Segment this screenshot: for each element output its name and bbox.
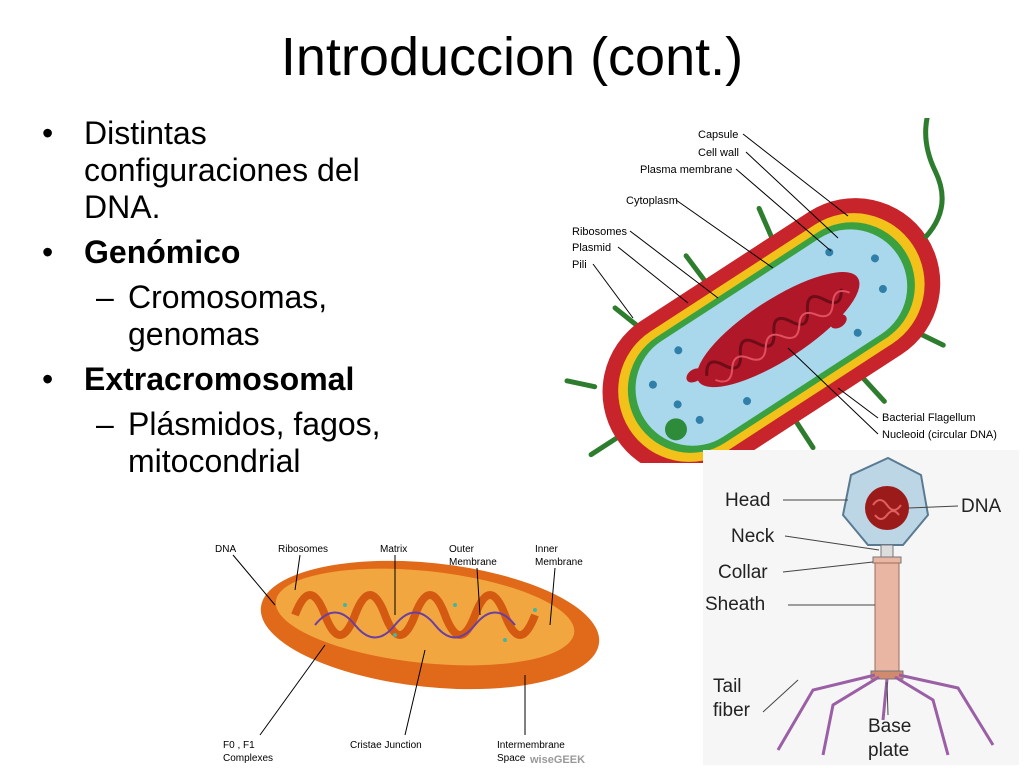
intermembrane-label-1: Intermembrane (497, 740, 565, 751)
nucleoid-label: Nucleoid (circular DNA) (882, 429, 997, 441)
cytoplasm-label: Cytoplasm (626, 195, 678, 207)
sub-bullet-item: – Plásmidos, fagos, mitocondrial (40, 406, 420, 480)
matrix-shape (275, 568, 575, 666)
phage-sheath-shape (874, 562, 900, 672)
dash-icon: – (96, 406, 114, 442)
sub-bullet-text: Plásmidos, fagos, mitocondrial (128, 406, 381, 479)
base-plate-label-1: Base (868, 716, 911, 737)
sub-bullet-item: – Cromosomas, genomas (40, 279, 420, 353)
f0f1-label-1: F0 , F1 (223, 740, 255, 751)
tail-fiber-label-2: fiber (713, 700, 751, 721)
bullet-dot-icon: • (42, 234, 54, 270)
cristae-shape (291, 591, 539, 639)
bullet-item: • Distintas configuraciones del DNA. (40, 115, 420, 226)
slide-title: Introduccion (cont.) (280, 27, 744, 87)
bullet-text: Genómico (84, 234, 241, 270)
bullet-dot-icon: • (42, 115, 54, 151)
phage-dna-label: DNA (961, 496, 1001, 517)
intermembrane-label-2: Space (497, 753, 526, 764)
inner-membrane-label-1: Inner (535, 544, 558, 555)
phage-neck-label: Neck (731, 526, 775, 547)
bullet-item: • Genómico (40, 234, 420, 271)
bullet-list: • Distintas configuraciones del DNA. • G… (40, 115, 420, 488)
mito-ribosomes-label: Ribosomes (278, 544, 328, 555)
tail-fiber-label-1: Tail (713, 676, 742, 697)
bacteria-diagram: Capsule Cell wall Plasma membrane Cytopl… (564, 118, 997, 463)
phage-sheath-label: Sheath (705, 594, 765, 615)
outer-membrane-label-1: Outer (449, 544, 475, 555)
f0f1-label-2: Complexes (223, 753, 273, 764)
mito-dna-label: DNA (215, 544, 236, 555)
inner-membrane-label-2: Membrane (535, 557, 583, 568)
mitochondrion-diagram: DNA Ribosomes Matrix Outer Membrane Inne… (215, 544, 600, 766)
plasma-membrane-label: Plasma membrane (640, 164, 732, 176)
cristae-junction-label: Cristae Junction (350, 740, 422, 751)
base-plate-label-2: plate (868, 740, 909, 761)
watermark-label: wiseGEEK (529, 754, 585, 766)
plasmid-label: Plasmid (572, 242, 611, 254)
bullet-item: • Extracromosomal (40, 361, 420, 398)
mito-matrix-label: Matrix (380, 544, 407, 555)
sub-bullet-text: Cromosomas, genomas (128, 279, 328, 352)
ribosomes-label: Ribosomes (572, 226, 628, 238)
phage-dna-shape (865, 486, 909, 530)
bullet-text: Distintas configuraciones del DNA. (84, 115, 360, 225)
pili-label: Pili (572, 259, 587, 271)
bullet-dot-icon: • (42, 361, 54, 397)
phage-head-label: Head (725, 490, 770, 511)
phage-collar-label: Collar (718, 562, 768, 583)
phage-diagram: Head DNA Neck Collar Sheath Tail fiber B… (703, 450, 1019, 765)
bullet-text: Extracromosomal (84, 361, 355, 397)
flagellum-label: Bacterial Flagellum (882, 412, 976, 424)
outer-membrane-label-2: Membrane (449, 557, 497, 568)
cell-wall-label: Cell wall (698, 147, 739, 159)
capsule-label: Capsule (698, 129, 738, 141)
dash-icon: – (96, 279, 114, 315)
